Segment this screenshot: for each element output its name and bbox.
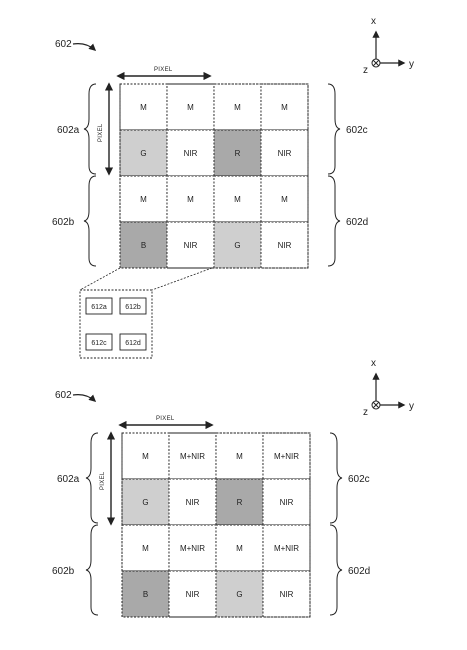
label-602c: 602c bbox=[346, 125, 368, 136]
grid-cell bbox=[166, 221, 215, 269]
axis-y-label: y bbox=[409, 401, 414, 412]
grid-cell bbox=[260, 221, 309, 269]
grid-cell bbox=[215, 570, 264, 618]
label-602a: 602a bbox=[57, 474, 80, 485]
grid-cell-label: M bbox=[234, 103, 241, 112]
ref-label: 602 bbox=[55, 39, 72, 50]
pixel-grid-top: M M M M G NIR R NIR M M M M B NIR G NIR bbox=[119, 83, 309, 269]
label-602c: 602c bbox=[348, 474, 370, 485]
grid-cell-label: M+NIR bbox=[274, 544, 299, 553]
grid-cell-label: M bbox=[281, 195, 288, 204]
pixel-label-h: PIXEL bbox=[154, 67, 173, 73]
pixel-label-v: PIXEL bbox=[100, 471, 106, 490]
grid-cell bbox=[215, 432, 264, 480]
subpixel-612d-label: 612d bbox=[125, 340, 141, 347]
grid-cell bbox=[168, 524, 217, 572]
grid-cell-label: B bbox=[143, 590, 148, 599]
grid-cell-label: M+NIR bbox=[180, 452, 205, 461]
figure-top: 602 x y z PIXEL PIXEL 602a 602b 602c 602… bbox=[52, 16, 414, 359]
subpixel-612d bbox=[119, 333, 147, 351]
figure-bottom: 602 x y z PIXEL PIXEL 602a 602b 602c 602… bbox=[52, 358, 414, 618]
ref-arrow bbox=[72, 394, 97, 402]
brace-602a bbox=[83, 83, 97, 175]
grid-cell-label: NIR bbox=[184, 149, 198, 158]
grid-cell bbox=[121, 432, 170, 480]
grid-cell-label: M bbox=[140, 103, 147, 112]
axes-icon: x y z bbox=[363, 16, 414, 76]
grid-cell-label: M bbox=[236, 544, 243, 553]
subpixel-612c-label: 612c bbox=[91, 340, 107, 347]
label-602d: 602d bbox=[348, 566, 370, 577]
grid-cell-label: M bbox=[142, 544, 149, 553]
label-602b: 602b bbox=[52, 217, 75, 228]
ref-arrow bbox=[72, 43, 97, 51]
grid-cell bbox=[168, 570, 217, 618]
grid-cell bbox=[119, 175, 168, 223]
grid-cell-label: R bbox=[235, 149, 241, 158]
brace-602b bbox=[83, 175, 97, 267]
grid-cell-label: G bbox=[142, 498, 148, 507]
pixel-label-v: PIXEL bbox=[98, 123, 104, 142]
grid-cell bbox=[213, 83, 262, 131]
pixel-label-h: PIXEL bbox=[156, 416, 175, 422]
grid-cell-label: G bbox=[236, 590, 242, 599]
grid-cell bbox=[166, 83, 215, 131]
subpixel-612a bbox=[85, 297, 113, 315]
grid-cell-label: NIR bbox=[278, 241, 292, 250]
grid-border bbox=[119, 83, 309, 269]
subpixel-612a-label: 612a bbox=[91, 304, 107, 311]
grid-cell-label: G bbox=[234, 241, 240, 250]
grid-cell-label: G bbox=[140, 149, 146, 158]
grid-cell-label: M bbox=[236, 452, 243, 461]
grid-cell bbox=[213, 221, 262, 269]
pixel-grid-bottom: M M+NIR M M+NIR G NIR R NIR M M+NIR M M+NIR B NIR G NIR bbox=[121, 432, 311, 618]
grid-cell bbox=[119, 129, 168, 177]
axis-z-label: z bbox=[363, 65, 368, 76]
grid-cell-label: M bbox=[142, 452, 149, 461]
subpixel-612b bbox=[119, 297, 147, 315]
grid-cell-label: M+NIR bbox=[180, 544, 205, 553]
grid-cell bbox=[260, 175, 309, 223]
grid-cell-label: M bbox=[281, 103, 288, 112]
label-602d: 602d bbox=[346, 217, 368, 228]
brace-602c bbox=[329, 432, 343, 524]
subpixel-612c bbox=[85, 333, 113, 351]
grid-cell bbox=[262, 570, 311, 618]
brace-602a bbox=[85, 432, 99, 524]
brace-602d bbox=[327, 175, 341, 267]
axis-y-label: y bbox=[409, 59, 414, 70]
axis-x-label: x bbox=[371, 16, 376, 27]
grid-cell-label: M bbox=[140, 195, 147, 204]
axis-z-label: z bbox=[363, 407, 368, 418]
grid-cell-label: B bbox=[141, 241, 146, 250]
brace-602d bbox=[329, 524, 343, 616]
label-602a: 602a bbox=[57, 125, 80, 136]
axis-x-label: x bbox=[371, 358, 376, 369]
grid-cell-label: NIR bbox=[280, 590, 294, 599]
grid-cell-label: M+NIR bbox=[274, 452, 299, 461]
grid-cell-label: M bbox=[234, 195, 241, 204]
subpixel-612b-label: 612b bbox=[125, 304, 141, 311]
grid-cell-label: NIR bbox=[186, 498, 200, 507]
grid-cell bbox=[262, 524, 311, 572]
grid-cell-label: R bbox=[237, 498, 243, 507]
brace-602c bbox=[327, 83, 341, 175]
brace-602b bbox=[85, 524, 99, 616]
grid-cell bbox=[121, 478, 170, 526]
axes-icon: x y z bbox=[363, 358, 414, 418]
label-602b: 602b bbox=[52, 566, 75, 577]
grid-cell-label: NIR bbox=[280, 498, 294, 507]
grid-cell bbox=[121, 524, 170, 572]
grid-cell-label: NIR bbox=[184, 241, 198, 250]
ref-label: 602 bbox=[55, 390, 72, 401]
grid-cell bbox=[215, 524, 264, 572]
grid-cell-label: M bbox=[187, 103, 194, 112]
grid-border bbox=[121, 432, 311, 618]
grid-cell-label: M bbox=[187, 195, 194, 204]
grid-cell-label: NIR bbox=[278, 149, 292, 158]
grid-cell-label: NIR bbox=[186, 590, 200, 599]
